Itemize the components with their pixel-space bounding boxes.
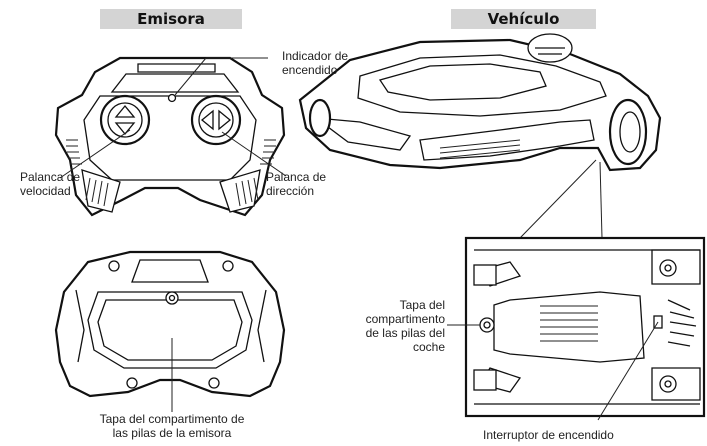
steering-lever-leader <box>221 131 287 177</box>
transmitter-back <box>54 250 286 412</box>
label-power-indicator: Indicador de encendido <box>282 49 349 77</box>
label-speed-lever: Palanca de velocidad <box>20 170 81 198</box>
back-hole-br <box>208 377 220 389</box>
left-grip <box>81 169 121 213</box>
right-ribs <box>260 139 276 165</box>
front-wheel <box>308 98 332 138</box>
front-axle-right <box>473 369 497 391</box>
back-hole-bl <box>126 377 138 389</box>
power-indicator-leader <box>174 57 207 96</box>
transmitter-header: Emisora <box>100 9 242 29</box>
label-steering-lever: Palanca de dirección <box>266 170 327 198</box>
right-grip <box>219 169 261 213</box>
label-transmitter-battery-cover: Tapa del compartimento de las pilas de l… <box>99 412 245 440</box>
back-hole-tr <box>222 260 234 272</box>
front-axle-left <box>473 264 497 286</box>
vehicle-header: Vehículo <box>451 9 596 29</box>
transmitter-front <box>54 56 287 217</box>
speed-lever[interactable] <box>99 94 151 146</box>
vehicle-underside-inset <box>447 236 706 421</box>
power-switch-leader <box>597 321 659 421</box>
label-power-switch: Interruptor de encendido <box>483 428 614 442</box>
callout-line-right <box>599 161 603 239</box>
label-car-battery-cover: Tapa del compartimento de las pilas del … <box>365 298 445 354</box>
back-hole-tl <box>108 260 120 272</box>
speed-lever-leader <box>59 129 131 179</box>
power-indicator-led <box>167 93 177 103</box>
vehicle-car <box>298 33 662 239</box>
steering-lever[interactable] <box>190 94 242 146</box>
callout-line-left <box>519 159 597 239</box>
